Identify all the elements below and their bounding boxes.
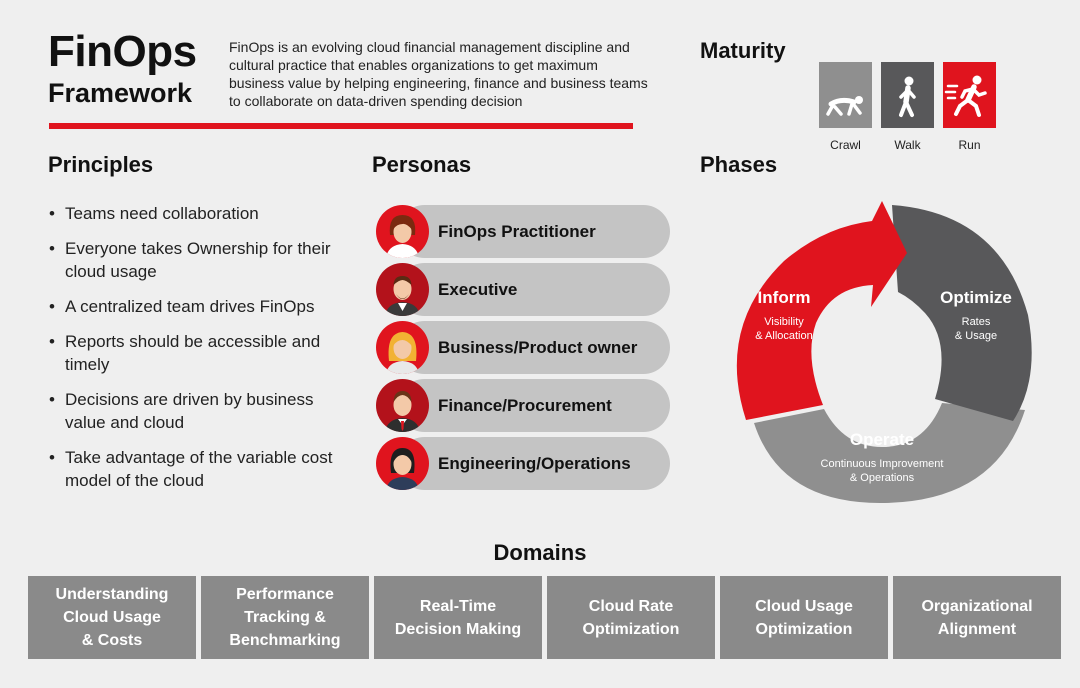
domains-heading: Domains [493,540,587,565]
principle-item: Teams need collaboration [48,202,338,225]
crawl-icon [819,62,872,128]
principles-list: Teams need collaboration Everyone takes … [48,202,338,504]
persona-label: Executive [438,280,518,299]
principle-item: Everyone takes Ownership for their cloud… [48,237,338,283]
operate-sub1: Continuous Improvement [820,458,944,470]
domain-label: Cloud Rate Optimization [582,597,680,638]
principles-heading: Principles [48,152,154,177]
title-line-1: FinOps [48,27,197,76]
title-line-2: Framework [48,78,193,108]
inform-title: Inform [757,288,811,307]
persona-label: Finance/Procurement [438,396,612,415]
maturity-label-crawl: Crawl [830,138,861,152]
operate-sub2: & Operations [849,472,915,484]
principle-item: Reports should be accessible and timely [48,330,338,376]
persona-business-product-owner: Business/Product owner [376,321,670,374]
optimize-segment [892,205,1032,421]
finance-avatar-icon [376,379,429,432]
persona-pill [398,263,670,316]
domain-box: Organizational Alignment [893,576,1061,659]
persona-pill [398,379,670,432]
domain-box: Performance Tracking & Benchmarking [201,576,369,659]
inform-segment [736,201,907,420]
personas-heading: Personas [372,152,472,177]
domain-label: Cloud Usage Optimization [755,597,853,638]
practitioner-avatar-icon [376,205,429,258]
persona-pill [398,205,670,258]
executive-avatar-icon [376,263,429,316]
persona-label: FinOps Practitioner [438,222,596,241]
business-owner-avatar-icon [376,321,429,374]
inform-sub1: Visibility [764,316,804,328]
domain-label: Performance Tracking & Benchmarking [229,586,341,649]
phases-heading: Phases [700,152,778,177]
persona-label: Engineering/Operations [438,454,631,473]
inform-sub2: & Allocation [755,330,813,342]
domain-box: Real-Time Decision Making [374,576,542,659]
principle-item: Decisions are driven by business value a… [48,388,338,434]
title-divider [49,123,633,129]
optimize-sub1: Rates [961,316,991,328]
maturity-heading: Maturity [700,38,786,63]
persona-engineering-operations: Engineering/Operations [376,437,670,490]
domain-box: Cloud Usage Optimization [720,576,888,659]
persona-pill [398,321,670,374]
domain-label: Organizational Alignment [921,597,1033,638]
persona-label: Business/Product owner [438,338,638,357]
domain-box: Cloud Rate Optimization [547,576,715,659]
domain-box: Understanding Cloud Usage & Costs [28,576,196,659]
intro-text: FinOps is an evolving cloud financial ma… [229,39,648,109]
persona-finance-procurement: Finance/Procurement [376,379,670,432]
page-title: FinOps Framework [48,30,197,107]
principle-item: A centralized team drives FinOps [48,295,338,318]
operate-title: Operate [849,430,915,449]
maturity-label-walk: Walk [894,138,921,152]
engineering-avatar-icon [376,437,429,490]
persona-finops-practitioner: FinOps Practitioner [376,205,670,258]
phases-cycle-diagram [736,201,1032,503]
domain-label: Understanding Cloud Usage & Costs [55,586,169,649]
optimize-sub2: & Usage [954,330,998,342]
run-icon [943,62,996,128]
walk-icon [881,62,934,128]
domain-label: Real-Time Decision Making [394,597,522,638]
optimize-title: Optimize [940,288,1012,307]
persona-pill [398,437,670,490]
maturity-label-run: Run [958,138,981,152]
operate-segment [754,403,1025,503]
principle-item: Take advantage of the variable cost mode… [48,446,338,492]
persona-executive: Executive [376,263,670,316]
